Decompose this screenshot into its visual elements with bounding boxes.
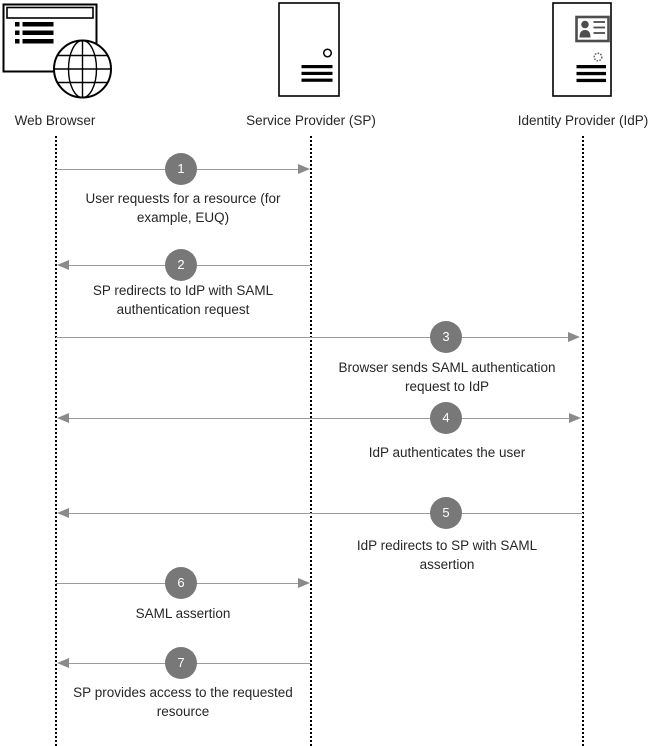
arrowhead-right-icon [298, 164, 310, 174]
step-label: IdP authenticates the user [368, 445, 526, 460]
step-label: IdP redirects to SP with SAML assertion [356, 538, 538, 572]
message-arrow-4 [69, 418, 569, 419]
message-arrow-5 [69, 513, 583, 514]
arrowhead-left-icon [57, 413, 69, 423]
arrowhead-left-icon [57, 260, 69, 270]
arrowhead-right-icon [568, 332, 580, 342]
message-arrow-3 [56, 337, 568, 338]
arrowhead-left-icon [57, 658, 69, 668]
step-label: Browser sends SAML authentication reques… [338, 360, 556, 394]
step-number-badge: 2 [165, 249, 197, 281]
server-icon [278, 2, 340, 97]
arrowhead-right-icon [569, 413, 581, 423]
lifeline-identity-provider [582, 136, 584, 746]
lifeline-web-browser [54, 136, 57, 746]
step-number-badge: 1 [165, 153, 197, 185]
arrowhead-right-icon [298, 578, 310, 588]
step-label: SP redirects to IdP with SAML authentica… [92, 283, 274, 317]
step-number-badge: 7 [165, 647, 197, 679]
step-number-badge: 6 [165, 567, 197, 599]
server-id-badge-icon [552, 2, 612, 97]
browser-globe-icon [2, 3, 114, 101]
arrowhead-left-icon [57, 508, 69, 518]
actor-label-service-provider: Service Provider (SP) [246, 113, 376, 128]
step-label: User requests for a resource (for exampl… [85, 191, 281, 225]
step-label: SP provides access to the requested reso… [73, 685, 293, 719]
step-label: SAML assertion [135, 606, 231, 621]
lifeline-service-provider [310, 136, 312, 746]
step-number-badge: 4 [430, 402, 462, 434]
step-number-badge: 3 [430, 321, 462, 353]
step-number-badge: 5 [430, 497, 462, 529]
actor-label-identity-provider: Identity Provider (IdP) [517, 113, 649, 128]
actor-label-web-browser: Web Browser [14, 113, 96, 128]
